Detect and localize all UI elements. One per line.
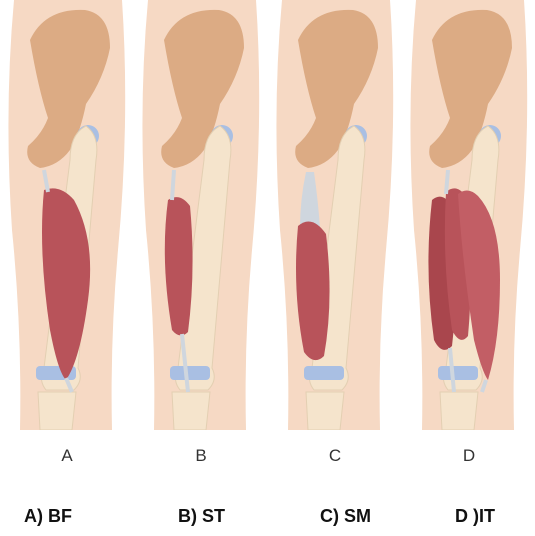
tibia-bone	[440, 392, 478, 430]
knee-cartilage	[170, 366, 210, 380]
figure-panel-b	[134, 0, 268, 430]
leg-illustration-a	[0, 0, 134, 430]
answer-caption-b: B) ST	[178, 506, 225, 527]
knee-cartilage	[304, 366, 344, 380]
answer-caption-a: A) BF	[24, 506, 72, 527]
figure-panel-d	[402, 0, 535, 430]
panel-letter-a: A	[0, 446, 134, 466]
knee-cartilage	[438, 366, 478, 380]
leg-illustration-d	[402, 0, 535, 430]
answer-caption-c: C) SM	[320, 506, 371, 527]
tibia-bone	[172, 392, 210, 430]
leg-illustration-c	[268, 0, 402, 430]
tibia-bone	[38, 392, 76, 430]
tibia-bone	[306, 392, 344, 430]
panel-letter-d: D	[402, 446, 535, 466]
leg-illustration-b	[134, 0, 268, 430]
panel-letter-c: C	[268, 446, 402, 466]
figure-panel-c	[268, 0, 402, 430]
figure-panel-a	[0, 0, 134, 430]
answer-caption-d: D )IT	[455, 506, 495, 527]
panel-letter-b: B	[134, 446, 268, 466]
